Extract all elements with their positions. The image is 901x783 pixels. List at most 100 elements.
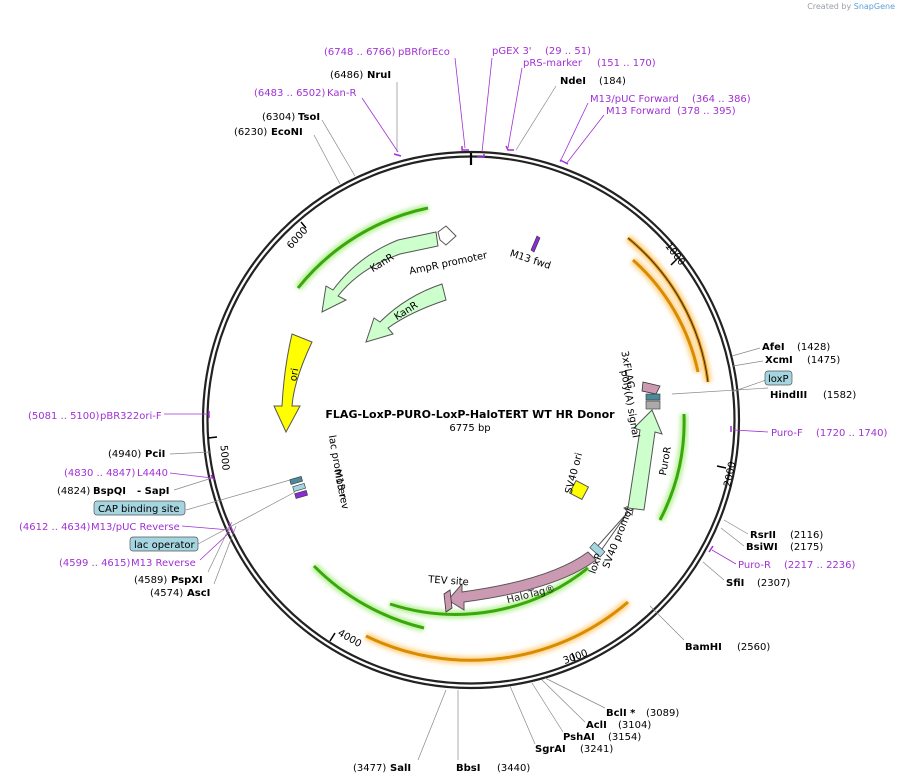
svg-text:EcoNI: EcoNI (271, 127, 303, 138)
feature-ampr-promoter: AmpR promoter (408, 225, 489, 277)
tick-5000: 5000 (207, 436, 231, 471)
site-acli[interactable]: AclI (3104) (541, 679, 651, 731)
primer-m13-puc-rev[interactable]: (4612 .. 4634)M13/pUC Reverse (19, 521, 234, 533)
svg-text:(184): (184) (599, 76, 626, 87)
svg-text:L4440: L4440 (137, 468, 168, 479)
primer-l4440[interactable]: (4830 .. 4847)L4440 (64, 468, 215, 481)
svg-text:M13 Reverse: M13 Reverse (131, 558, 196, 569)
svg-text:2000: 2000 (722, 461, 738, 488)
orf-green-3 (311, 563, 425, 632)
site-bsiwi[interactable]: BsiWI(2175) (720, 527, 823, 553)
svg-text:M13 Forward: M13 Forward (606, 106, 671, 117)
site-xcmi[interactable]: XcmI(1475) (732, 355, 840, 367)
primer-m13-rev[interactable]: (4599 .. 4615)M13 Reverse (59, 531, 231, 569)
site-hindiii[interactable]: HindIII(1582) (671, 387, 856, 401)
svg-text:(1720 .. 1740): (1720 .. 1740) (816, 428, 888, 439)
svg-text:BspQI: BspQI (93, 486, 126, 497)
svg-text:BclI *: BclI * (606, 708, 636, 719)
svg-text:NruI: NruI (367, 70, 391, 81)
svg-text:(6748 .. 6766): (6748 .. 6766) (324, 47, 396, 58)
site-tsoi[interactable]: (6304)TsoI (262, 112, 356, 177)
primer-kan-r[interactable]: (6483 .. 6502)Kan-R (254, 88, 402, 157)
plasmid-length: 6775 bp (449, 423, 490, 434)
svg-text:BamHI: BamHI (685, 642, 722, 653)
label-cap-binding-site[interactable]: CAP binding site (93, 479, 291, 516)
orf-green-1 (294, 204, 429, 291)
svg-text:poly(A) signal: poly(A) signal (618, 369, 641, 438)
svg-text:(6230): (6230) (234, 127, 267, 138)
site-pshai[interactable]: PshAI(3154) (531, 682, 641, 743)
svg-text:(4599 .. 4615): (4599 .. 4615) (59, 558, 131, 569)
site-rsrii[interactable]: RsrII(2116) (723, 519, 823, 541)
svg-text:(378 .. 395): (378 .. 395) (677, 106, 736, 117)
site-asci[interactable]: (4574) AscI (150, 525, 237, 599)
site-bcli[interactable]: BclI *(3089) (544, 677, 679, 719)
svg-text:(2307): (2307) (757, 578, 790, 589)
site-bamhi[interactable]: BamHI(2560) (649, 605, 770, 653)
svg-text:(29 .. 51): (29 .. 51) (545, 46, 591, 57)
primer-m13-fwd[interactable]: M13 Forward (378 .. 395) (559, 106, 736, 165)
svg-text:M13/pUC Forward: M13/pUC Forward (590, 94, 679, 105)
svg-text:M13/pUC Reverse: M13/pUC Reverse (91, 522, 180, 533)
svg-text:Puro-F: Puro-F (771, 428, 803, 439)
feature-puror: PuroR (627, 409, 674, 511)
primers: (6748 .. 6766)pBRforEco pGEX 3'(29 .. 51… (19, 46, 888, 571)
svg-text:loxP: loxP (768, 374, 789, 385)
site-bspqi[interactable]: (4824)BspQI- SapI (57, 477, 213, 497)
svg-text:AscI: AscI (187, 588, 210, 599)
svg-text:(3241): (3241) (580, 744, 613, 755)
primer-puro-r[interactable]: Puro-R(2217 .. 2236) (708, 545, 856, 571)
svg-text:(4612 .. 4634): (4612 .. 4634) (19, 522, 91, 533)
site-afei[interactable]: AfeI(1428) (731, 342, 830, 357)
svg-text:(2217 .. 2236): (2217 .. 2236) (784, 560, 856, 571)
label-loxp[interactable]: loxP (731, 370, 793, 393)
svg-text:3000: 3000 (562, 648, 590, 667)
tick-6000: 6000 (285, 221, 310, 251)
site-sali[interactable]: (3477)SalI (353, 689, 447, 774)
site-ndei[interactable]: NdeI (184) (515, 76, 626, 151)
primer-pbr322ori-f[interactable]: (5081 .. 5100)pBR322ori-F (28, 411, 210, 422)
site-nrui[interactable]: (6486)NruI (330, 70, 398, 152)
svg-text:BsiWI: BsiWI (746, 542, 778, 553)
svg-text:(364 .. 386): (364 .. 386) (692, 94, 751, 105)
svg-text:- SapI: - SapI (137, 486, 169, 497)
site-pspxi[interactable]: (4589) PspXI (134, 521, 233, 586)
svg-text:PuroR: PuroR (658, 446, 674, 477)
primer-pbrforeco[interactable]: (6748 .. 6766)pBRforEco (324, 47, 469, 151)
site-sgrai[interactable]: SgrAI(3241) (509, 685, 613, 755)
svg-text:(4574): (4574) (150, 588, 183, 599)
svg-text:ori: ori (288, 367, 301, 382)
svg-text:XcmI: XcmI (765, 355, 793, 366)
svg-text:PshAI: PshAI (563, 732, 595, 743)
svg-text:PspXI: PspXI (171, 575, 203, 586)
svg-text:SalI: SalI (390, 763, 411, 774)
primer-puro-f[interactable]: Puro-F (1720 .. 1740) (730, 426, 888, 439)
backbone-outer (201, 150, 741, 690)
svg-text:NdeI: NdeI (560, 76, 586, 87)
svg-text:(3104): (3104) (618, 720, 651, 731)
label-lac-operator[interactable]: lac operator (129, 491, 296, 552)
feature-sv40-ori: SV40 ori (564, 452, 590, 501)
orf-orange-3 (364, 598, 631, 665)
snapgene-credit: Created by SnapGene (807, 2, 895, 11)
site-bbsi[interactable]: BbsI(3440) (456, 690, 530, 774)
svg-text:pRS-marker: pRS-marker (523, 58, 583, 69)
svg-text:(4589): (4589) (134, 575, 167, 586)
feature-kanr-2: KanR (365, 283, 447, 343)
svg-text:pBRforEco: pBRforEco (398, 47, 450, 58)
svg-text:(3440): (3440) (497, 763, 530, 774)
svg-text:(151 .. 170): (151 .. 170) (597, 58, 656, 69)
site-pcii[interactable]: (4940)PciI (108, 449, 211, 460)
svg-text:AclI: AclI (586, 720, 607, 731)
svg-text:SfiI: SfiI (726, 578, 744, 589)
svg-text:pBR322ori-F: pBR322ori-F (100, 411, 162, 422)
site-econi[interactable]: (6230) EcoNI (234, 127, 341, 185)
primer-pgex3[interactable]: pGEX 3'(29 .. 51) (477, 46, 591, 158)
primer-prs-marker[interactable]: pRS-marker (151 .. 170) (505, 58, 656, 151)
feature-tev-site: TEV site (427, 574, 469, 613)
restriction-sites: (6486)NruI (6304)TsoI (6230) EcoNI NdeI (1… (57, 70, 856, 774)
site-sfii[interactable]: SfiI (2307) (702, 561, 790, 589)
primer-m13-puc-fwd[interactable]: M13/pUC Forward (364 .. 386) (559, 94, 751, 163)
orf-orange-2 (630, 257, 702, 373)
feature-m13-rev: M13 rev (331, 468, 350, 510)
